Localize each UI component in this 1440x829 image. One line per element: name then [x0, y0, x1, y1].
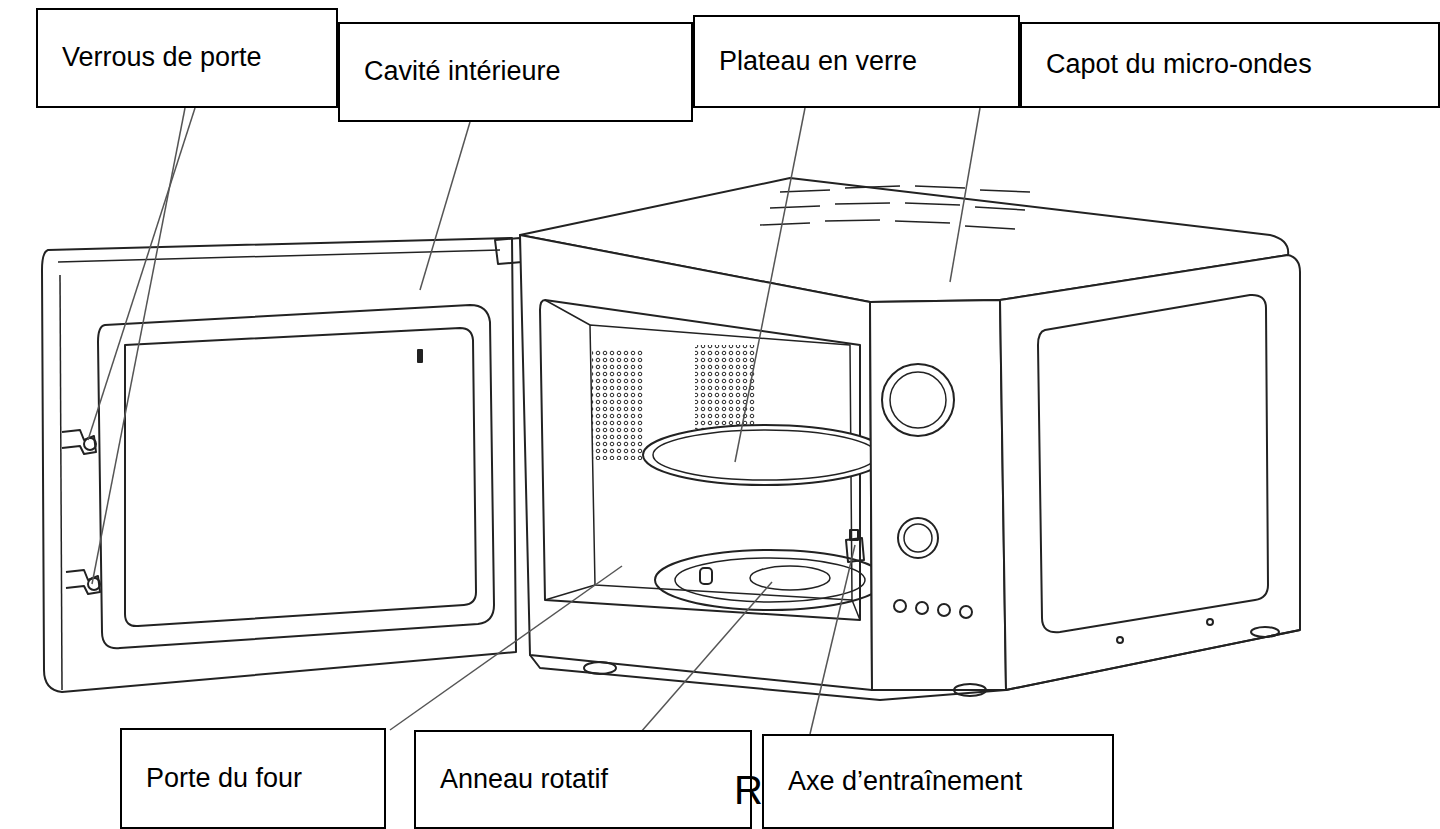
label-box: Cavité intérieure	[338, 22, 693, 122]
part-name: Cavité intérieure	[364, 56, 561, 87]
part-name: Axe d’entraînement	[788, 766, 1022, 797]
label-box: Anneau rotatif	[414, 730, 752, 829]
part-name: Capot du micro-ondes	[1046, 49, 1312, 80]
part-name: Verrous de porte	[62, 42, 262, 73]
label-box: Verrous de porte	[36, 8, 338, 108]
part-name: Anneau rotatif	[440, 764, 608, 795]
label-box: Porte du four	[120, 728, 386, 829]
fragment-text: R	[734, 768, 763, 813]
part-name: Porte du four	[146, 763, 302, 794]
label-box: Capot du micro-ondes	[1020, 22, 1440, 108]
part-name: Plateau en verre	[719, 46, 917, 77]
label-box: Plateau en verre	[693, 15, 1020, 108]
label-box: Axe d’entraînement	[762, 734, 1114, 829]
